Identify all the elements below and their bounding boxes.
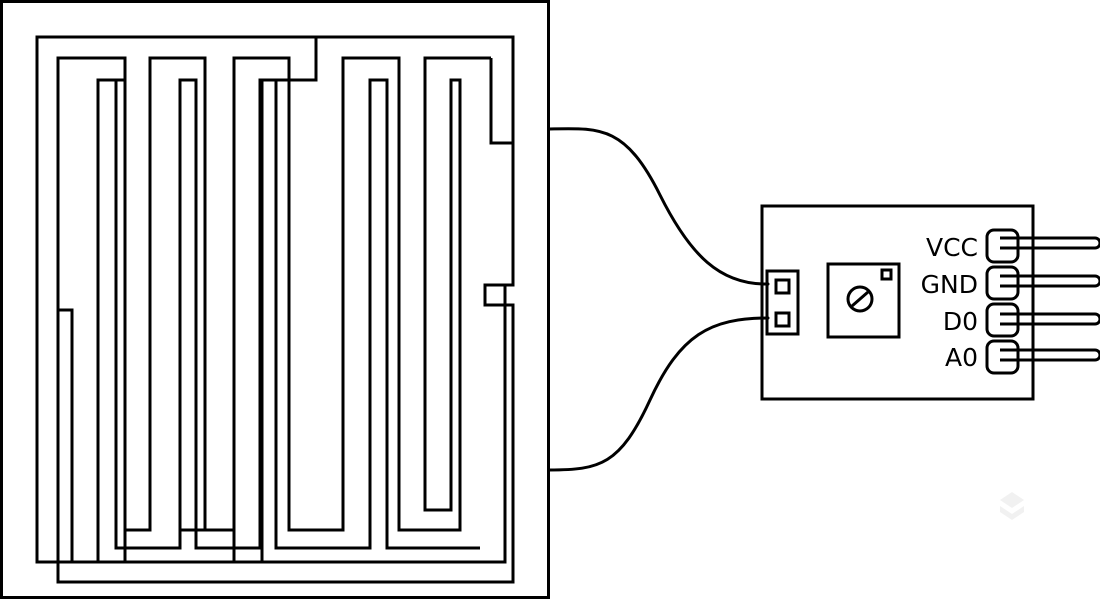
potentiometer-slot (851, 290, 869, 308)
finger-outline-1 (56, 58, 74, 562)
finger-outline-8 (397, 58, 460, 532)
connector-pin-1 (774, 278, 791, 295)
header-pin-gnd (985, 265, 1020, 301)
finger-outline-7 (260, 37, 318, 562)
potentiometer-icon (826, 262, 901, 339)
header-lead-d0 (1000, 312, 1100, 326)
sensor-module-board: VCC GND D0 A0 (760, 204, 1100, 401)
pin-label-vcc: VCC (926, 233, 978, 262)
potentiometer-knob (846, 285, 874, 313)
finger-outline-6 (287, 58, 345, 532)
connector-housing (765, 269, 800, 336)
pin-label-d0: D0 (943, 307, 978, 336)
pad-outer-border (0, 0, 550, 599)
header-lead-vcc (1000, 236, 1100, 250)
finger-outline-4 (178, 58, 207, 532)
connector-pin-2 (774, 311, 791, 328)
pin-label-gnd: GND (921, 270, 978, 299)
header-lead-gnd (1000, 274, 1100, 288)
finger-outline-3 (123, 58, 152, 562)
potentiometer-marker (880, 268, 893, 281)
two-pin-connector (765, 269, 800, 336)
finger-outline-2 (98, 58, 127, 82)
header-pins (985, 228, 1100, 375)
watermark-icon (1000, 492, 1024, 520)
header-pin-a0 (985, 339, 1020, 375)
wire-top (547, 127, 770, 286)
wire-bottom (547, 316, 770, 472)
header-pin-vcc (985, 228, 1020, 264)
rain-sensor-pad (0, 0, 550, 599)
pin-label-a0: A0 (945, 343, 978, 372)
header-pin-d0 (985, 302, 1020, 338)
comb-trace-b (96, 58, 515, 564)
header-lead-a0 (1000, 348, 1100, 362)
board-outline (760, 204, 1035, 401)
connection-wires (547, 127, 770, 472)
potentiometer-body (826, 262, 901, 339)
